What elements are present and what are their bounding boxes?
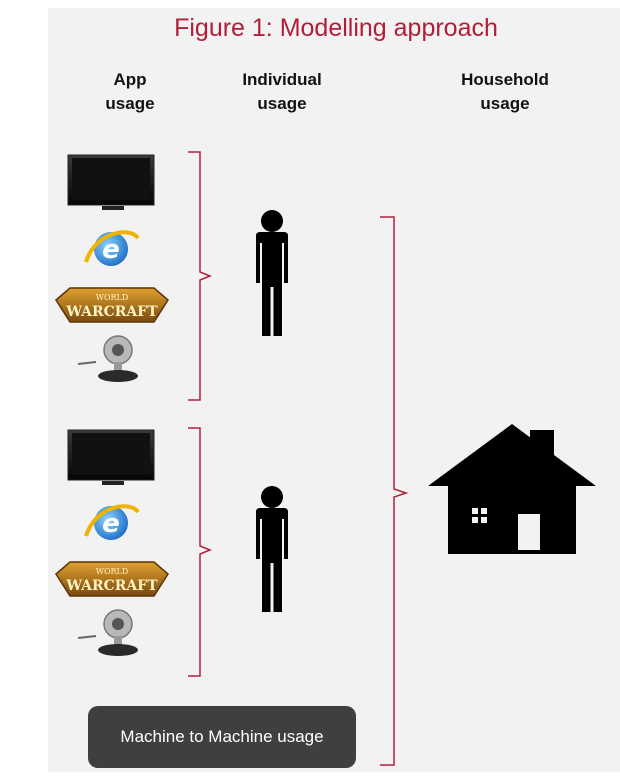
warcraft-logo-text: WARCRAFT xyxy=(65,304,158,320)
individual-usage-header: Individual usage xyxy=(242,70,322,113)
svg-text:e: e xyxy=(102,235,120,265)
house-window-pane xyxy=(481,508,487,514)
diagram-panel xyxy=(48,8,620,772)
tv-icon xyxy=(67,154,155,210)
internet-explorer-icon: e xyxy=(84,504,140,540)
machine-to-machine-label: Machine to Machine usage xyxy=(120,727,324,746)
internet-explorer-icon: e xyxy=(84,230,140,266)
household-bracket xyxy=(380,216,409,766)
house-window-pane xyxy=(481,517,487,523)
webcam-icon xyxy=(77,609,138,656)
person-icon xyxy=(256,210,288,336)
warcraft-logo-text: WARCRAFT xyxy=(65,578,158,594)
house-window-pane xyxy=(472,517,478,523)
webcam-icon xyxy=(77,335,138,382)
svg-text:e: e xyxy=(102,509,120,539)
tv-icon xyxy=(67,429,155,485)
household-usage-header: Household usage xyxy=(461,70,549,113)
house-window-pane xyxy=(472,508,478,514)
warcraft-logo-text-top: WORLD xyxy=(96,293,129,302)
app-group-1-bracket xyxy=(188,151,213,401)
warcraft-logo-icon: WORLD WARCRAFT xyxy=(55,287,169,323)
house-icon xyxy=(428,424,596,554)
warcraft-logo-icon: WORLD WARCRAFT xyxy=(55,561,169,597)
figure-title: Figure 1: Modelling approach xyxy=(174,14,498,42)
person-icon xyxy=(256,486,288,612)
app-usage-header: App usage xyxy=(105,70,155,113)
app-group-2-bracket xyxy=(188,427,213,677)
machine-to-machine-usage-box: Machine to Machine usage xyxy=(88,706,356,768)
house-door xyxy=(518,514,540,550)
warcraft-logo-text-top: WORLD xyxy=(96,567,129,576)
